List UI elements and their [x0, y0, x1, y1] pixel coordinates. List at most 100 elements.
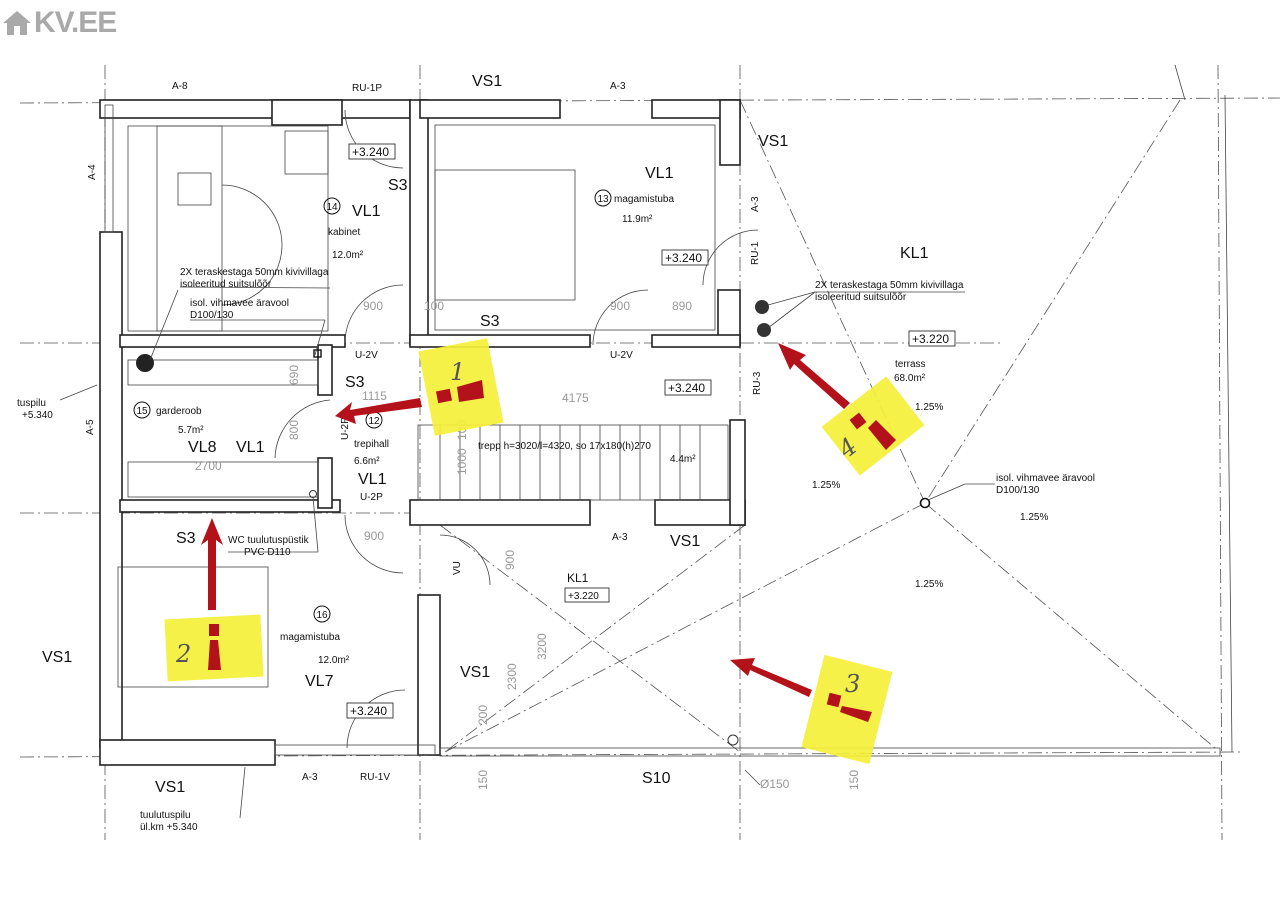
- sticky-note-4: 4: [778, 343, 925, 476]
- floor-code: VL1: [236, 439, 265, 456]
- label: 800: [287, 420, 301, 440]
- wall-code: VS1: [758, 133, 788, 150]
- pipe-icon: [727, 734, 739, 746]
- stair-treads: [439, 425, 701, 500]
- logo-text: KV.EE: [34, 6, 117, 39]
- wall-code: A-3: [610, 81, 626, 92]
- level-mark: +3.220: [568, 591, 599, 602]
- level-mark: +3.240: [350, 704, 387, 718]
- fire-extinguisher-icon: [208, 640, 221, 670]
- floor-code: VL8: [188, 439, 217, 456]
- red-arrow-icon: [201, 518, 223, 610]
- label: tuulutuspilu: [140, 810, 191, 821]
- room-number: 13: [597, 194, 609, 205]
- label: Ø150: [760, 777, 790, 791]
- wall-code: S3: [480, 313, 500, 330]
- roof-code: KL1: [900, 245, 929, 262]
- floor-code: VL1: [645, 165, 674, 182]
- room-trepihall: 12 trepihall 6.6m² VL1 +3.240: [354, 379, 712, 488]
- slope-label: 1.25%: [915, 579, 943, 590]
- room-kabinet: 14 VL1 kabinet 12.0m² +3.240: [323, 143, 396, 261]
- level-mark: +3.220: [912, 332, 949, 346]
- wall-code: A-3: [612, 532, 628, 543]
- fire-extinguisher-icon: [840, 706, 872, 722]
- label: 150: [847, 770, 861, 790]
- label: isol. vihmavee äravool: [190, 298, 289, 309]
- room-area: 5.7m²: [178, 425, 204, 436]
- wall-code: RU-3: [752, 371, 763, 395]
- label: 690: [287, 365, 301, 385]
- label: 2700: [195, 459, 222, 473]
- sticky-note-1: 1: [335, 338, 504, 436]
- room-area: 11.9m²: [622, 214, 653, 225]
- slope-label: 1.25%: [1020, 512, 1048, 523]
- leader-lines: [59, 286, 995, 819]
- stair-spec: trepp h=3020/l=4320, so 17x180(h)270: [478, 441, 651, 452]
- stair-area: 4.4m²: [670, 454, 696, 465]
- fire-extinguisher-icon: [209, 624, 219, 636]
- room-area: 12.0m²: [332, 250, 364, 261]
- label: isoleeritud suitsulõõr: [815, 292, 907, 303]
- wall-code: VS1: [42, 649, 72, 666]
- room-bedroom-16: 16 magamistuba 12.0m² VL7 +3.240: [280, 605, 394, 719]
- label: 1115: [362, 389, 387, 403]
- label: 900: [363, 299, 383, 313]
- label: 2300: [505, 663, 519, 690]
- chimney-icon: [755, 300, 769, 314]
- wall-code: A-4: [87, 164, 98, 180]
- label: tuspilu: [17, 398, 46, 409]
- room-garderoob: 15 garderoob 5.7m² VL8 VL1: [133, 401, 265, 456]
- slope-label: 1.25%: [812, 480, 840, 491]
- label: 900: [503, 550, 517, 570]
- chimney-icon: [757, 323, 771, 337]
- wall-code: RU-1P: [352, 83, 382, 94]
- label: 1: [450, 358, 465, 386]
- wall-code: S3: [388, 177, 408, 194]
- fire-extinguisher-icon: [849, 412, 867, 430]
- room-number: 15: [136, 406, 148, 417]
- label: 3200: [535, 633, 549, 660]
- wall-code: A-3: [750, 196, 761, 212]
- label: PVC D110: [244, 547, 291, 558]
- walls: [99, 99, 1221, 766]
- label: ül.km +5.340: [140, 822, 198, 833]
- label: D100/130: [996, 485, 1040, 496]
- room-number: 14: [326, 202, 338, 213]
- annotations: 2X teraskestaga 50mm kivivillaga isoleer…: [17, 267, 1095, 833]
- fire-extinguisher-icon: [457, 380, 484, 402]
- fire-extinguisher-icon: [435, 388, 453, 404]
- furniture: [117, 109, 931, 749]
- sticky-note-3: 3: [730, 654, 893, 765]
- label: 200: [476, 705, 490, 725]
- wall-code: S10: [642, 770, 671, 787]
- label: 150: [476, 770, 490, 790]
- level-mark: +3.240: [665, 251, 702, 265]
- vent-pipe-icon: [309, 490, 317, 498]
- floor-code: VL7: [305, 673, 334, 690]
- wall-code: A-8: [172, 81, 188, 92]
- label: isol. vihmavee äravool: [996, 473, 1095, 484]
- wall-code: U-2V: [610, 350, 633, 361]
- label: 2: [175, 640, 191, 668]
- wall-code: A-3: [302, 772, 318, 783]
- fire-extinguisher-icon: [868, 420, 896, 450]
- label: 2X teraskestaga 50mm kivivillaga: [815, 280, 964, 291]
- wall-code: VS1: [670, 533, 700, 550]
- room-area: 6.6m²: [354, 456, 380, 467]
- label: 900: [610, 299, 630, 313]
- wall-code: RU-1V: [360, 772, 390, 783]
- wall-code: U-2P: [360, 492, 383, 503]
- terrace: KL1 +3.220 terrass 68.0m²: [894, 245, 956, 384]
- room-name: magamistuba: [280, 632, 340, 643]
- floor-code: VL1: [358, 471, 387, 488]
- wall-code: U-2V: [355, 350, 378, 361]
- label: isoleeritud suitsulõõr: [180, 279, 272, 290]
- label: 1000: [455, 448, 469, 475]
- kv-ee-logo: KV.EE: [2, 6, 117, 40]
- wall-code: RU-1: [750, 241, 761, 265]
- level-mark: +3.240: [352, 145, 389, 159]
- sticky-note-2: 2: [164, 518, 264, 682]
- room-name: trepihall: [354, 439, 389, 450]
- room-name: garderoob: [156, 406, 202, 417]
